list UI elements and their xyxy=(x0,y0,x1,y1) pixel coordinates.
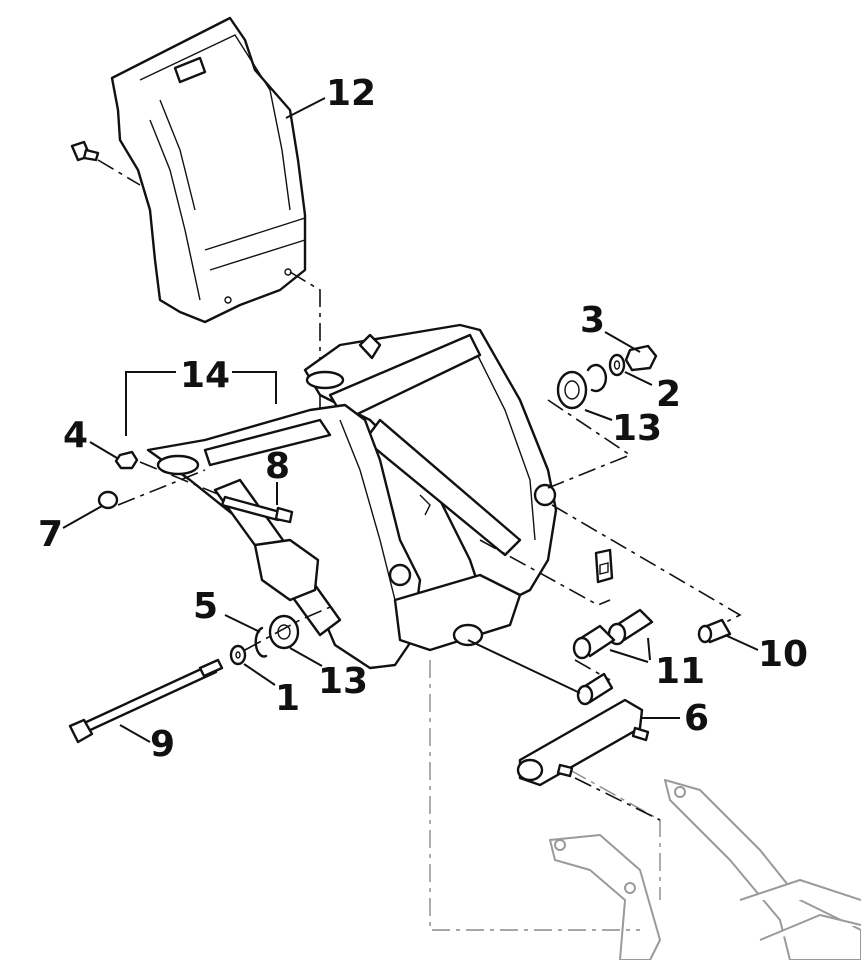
part-10-bushing xyxy=(697,618,732,644)
callout-8: 8 xyxy=(265,446,290,487)
left-washer-guide xyxy=(117,469,206,506)
part-7-washer xyxy=(97,490,119,510)
part-2-washer xyxy=(608,353,626,377)
part-9-pivot-bolt xyxy=(68,658,224,744)
bracket-14-right xyxy=(232,371,277,404)
ghost-frame xyxy=(549,779,861,960)
leader-lines xyxy=(62,97,759,743)
callout-2: 2 xyxy=(656,374,681,415)
callout-7: 7 xyxy=(38,514,63,555)
nut-guide xyxy=(139,461,221,496)
callout-12: 12 xyxy=(326,73,376,114)
callout-14: 14 xyxy=(180,355,230,396)
part-bushing-lower xyxy=(576,672,614,706)
part-14-swingarm xyxy=(146,323,558,670)
link-guide xyxy=(574,777,661,821)
part-4-nut xyxy=(114,450,139,470)
part-6-link xyxy=(516,698,650,787)
callout-6: 6 xyxy=(684,698,709,739)
bushing-11-guide xyxy=(574,659,611,681)
callout-13-left: 13 xyxy=(318,661,368,702)
bolt-guide xyxy=(97,159,141,186)
ghost-guide-line xyxy=(429,660,640,931)
callout-5: 5 xyxy=(193,586,218,627)
callout-13-right: 13 xyxy=(612,408,662,449)
callout-labels: 12 3 2 13 14 4 8 7 5 13 1 9 10 11 6 xyxy=(38,73,808,765)
bushing-10-guide xyxy=(551,504,742,631)
part-11-bushings xyxy=(572,608,654,660)
callout-10: 10 xyxy=(758,634,808,675)
callout-11: 11 xyxy=(655,651,705,692)
part-1-washer xyxy=(229,644,247,666)
callout-9: 9 xyxy=(150,724,175,765)
part-3-nut xyxy=(624,344,658,372)
callout-4: 4 xyxy=(63,415,88,456)
part-13-bearing-left xyxy=(268,614,300,650)
part-13-bearing-right xyxy=(556,363,608,410)
bracket-14-left xyxy=(125,371,176,436)
part-clip xyxy=(594,548,614,584)
callout-1: 1 xyxy=(275,678,300,719)
clip-guide xyxy=(479,539,611,606)
part-8-bolt xyxy=(220,495,294,524)
part-12-cover xyxy=(110,16,307,324)
callout-3: 3 xyxy=(580,300,605,341)
cover-bolt xyxy=(70,140,100,162)
lower-bushing-link xyxy=(467,639,581,694)
